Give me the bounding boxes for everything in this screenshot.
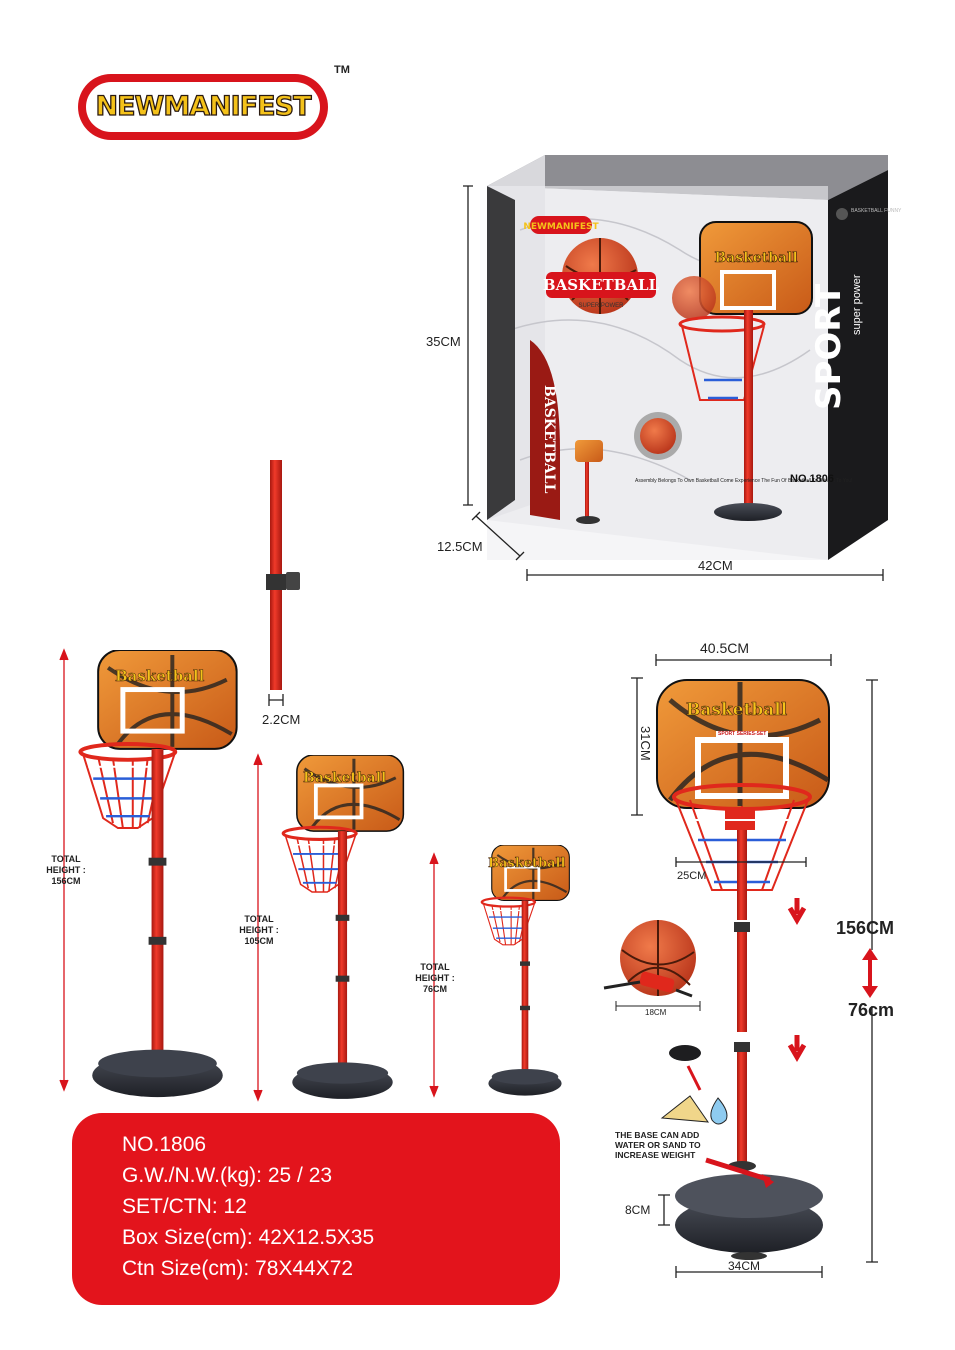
spec-model: NO.1806 [122, 1133, 207, 1156]
ball-label: 18CM [645, 1008, 667, 1017]
stand-height-arrows [59, 648, 439, 1102]
box-backboard-text: Basketball [714, 250, 797, 266]
box-subtitle: SUPER POWER [578, 303, 624, 309]
spec-box-size: Box Size(cm): 42X12.5X35 [122, 1226, 375, 1249]
backboard-height-label: 31CM [638, 726, 653, 761]
stand-76-label: TOTAL HEIGHT : 76CM [415, 962, 455, 994]
detail-board-text: Basketball [686, 700, 788, 721]
box-sport-text: SPORT [809, 283, 849, 410]
box-side-text: BASKETBALL [541, 385, 557, 494]
brand-logo: NEWMANIFEST [78, 74, 328, 140]
max-height-label: 156CM [836, 918, 895, 938]
stand-76 [482, 845, 570, 1096]
stand-156-label: TOTAL HEIGHT : 156CM [46, 854, 86, 886]
box-width-label: 42CM [698, 558, 733, 573]
box-depth-label: 12.5CM [437, 539, 483, 554]
box-super-power: super power [851, 274, 863, 335]
stand-105-label: TOTAL HEIGHT : 105CM [239, 914, 279, 946]
box-corner-text: BASKETBALL FUNNY [851, 208, 902, 214]
brand-logo-text: NEWMANIFEST [95, 90, 312, 122]
stand-105 [283, 755, 403, 1099]
base-height-label: 8CM [625, 1203, 651, 1217]
backboard-width-label: 40.5CM [700, 640, 750, 656]
pole-diameter-diagram [266, 460, 300, 706]
spec-weight: G.W./N.W.(kg): 25 / 23 [122, 1164, 333, 1187]
height-range-arrow [862, 948, 878, 1006]
stand-76-board-text: Basketball [488, 856, 566, 872]
box-title: BASKETBALL [543, 276, 660, 294]
box-height-label: 35CM [426, 334, 461, 349]
box-brand: NEWMANIFEST [523, 222, 599, 232]
base-width-label: 34CM [728, 1259, 761, 1273]
detail-stand [603, 679, 830, 1260]
detail-board-sub: SPORT SERIES-SET [716, 731, 769, 737]
rim-label: 25CM [677, 870, 707, 882]
box-tagline: Assembly Belongs To Own Basketball Come … [635, 478, 853, 484]
box-model: NO.1806 [790, 473, 834, 485]
spec-set-ctn: SET/CTN: 12 [122, 1195, 247, 1218]
product-box: NEWMANIFEST BASKETBALL SUPER POWER Baske… [487, 155, 902, 560]
min-height-label: 76cm [848, 1000, 895, 1020]
stand-156-board-text: Basketball [115, 667, 205, 686]
stand-105-board-text: Basketball [303, 770, 387, 787]
spec-ctn-size: Ctn Size(cm): 78X44X72 [122, 1257, 354, 1280]
base-fill-note: THE BASE CAN ADD WATER OR SAND TO INCREA… [615, 1130, 701, 1160]
stand-156 [80, 650, 236, 1097]
trademark-mark: TM [334, 64, 350, 76]
pole-diameter-label: 2.2CM [262, 712, 301, 727]
box-dimension-lines [463, 185, 884, 581]
specs-panel: NO.1806 G.W./N.W.(kg): 25 / 23 SET/CTN: … [72, 1113, 560, 1305]
